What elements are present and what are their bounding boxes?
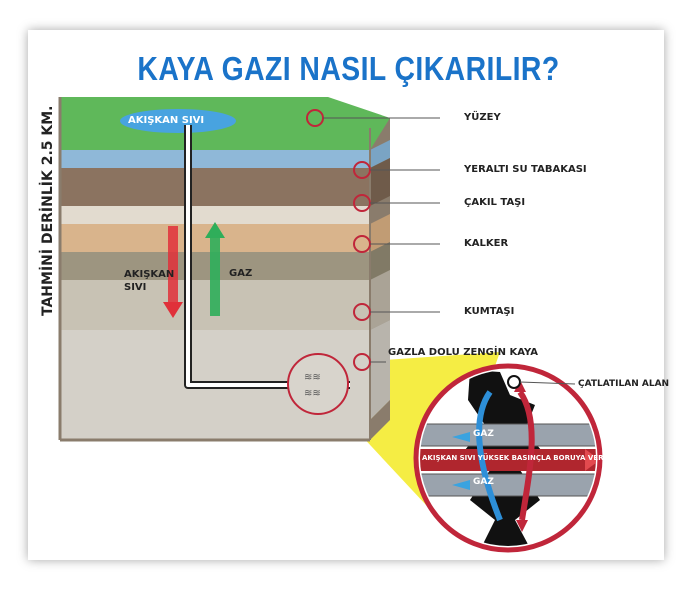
diagram-title: KAYA GAZI NASIL ÇIKARILIR? [137, 50, 560, 87]
flow-gas-label: GAZ [229, 268, 253, 279]
marker-limestone [353, 235, 440, 253]
zoom-inset [413, 363, 603, 553]
depth-label: TAHMİNİ DERİNLİK 2.5 KM. [40, 105, 56, 316]
gas-arrow-top [452, 432, 470, 442]
layer-label-gravel: ÇAKIL TAŞI [464, 197, 526, 208]
layer-label-water: YERALTI SU TABAKASI [464, 164, 587, 175]
layer-label-limestone: KALKER [464, 238, 509, 249]
fracture-circle [287, 353, 349, 415]
pipe-lower [420, 473, 596, 497]
zoom-pipe-text: AKIŞKAN SIVI YÜKSEK BASINÇLA BORUYA VERİ… [422, 454, 630, 462]
marker-water [353, 161, 440, 179]
svg-text:≋≋: ≋≋ [304, 388, 321, 399]
flow-fluid-label-line2: SIVI [124, 282, 147, 293]
arrow-down [168, 226, 178, 304]
zoom-gas-label-top: GAZ [473, 429, 494, 439]
svg-text:≋≋: ≋≋ [304, 372, 321, 383]
marker-gravel [353, 194, 440, 212]
layer-water [60, 150, 370, 168]
marker-shale [353, 353, 386, 371]
pipe-upper [420, 423, 596, 447]
flow-fluid-label: AKIŞKAN SIVI [124, 268, 174, 294]
flow-fluid-label-line1: AKIŞKAN [124, 269, 175, 280]
fluid-pool [120, 109, 236, 133]
fluid-pool-label: AKIŞKAN SIVI [128, 115, 205, 126]
zoom-gas-label-bottom: GAZ [473, 477, 494, 487]
layer-label-shale: GAZLA DOLU ZENGİN KAYA [388, 347, 538, 358]
marker-yuzey [306, 109, 440, 127]
layer-surface [60, 130, 370, 150]
fracture-area-label: ÇATLATILAN ALAN [578, 379, 670, 389]
layer-label-sandstone: KUMTAŞI [464, 306, 515, 317]
gas-arrow-bottom [452, 480, 470, 490]
layer-limestone-light [60, 206, 370, 224]
marker-sandstone [353, 303, 440, 321]
layer-gravel [60, 168, 370, 206]
arrow-up [210, 236, 220, 316]
layer-label-yuzey: YÜZEY [464, 112, 501, 123]
